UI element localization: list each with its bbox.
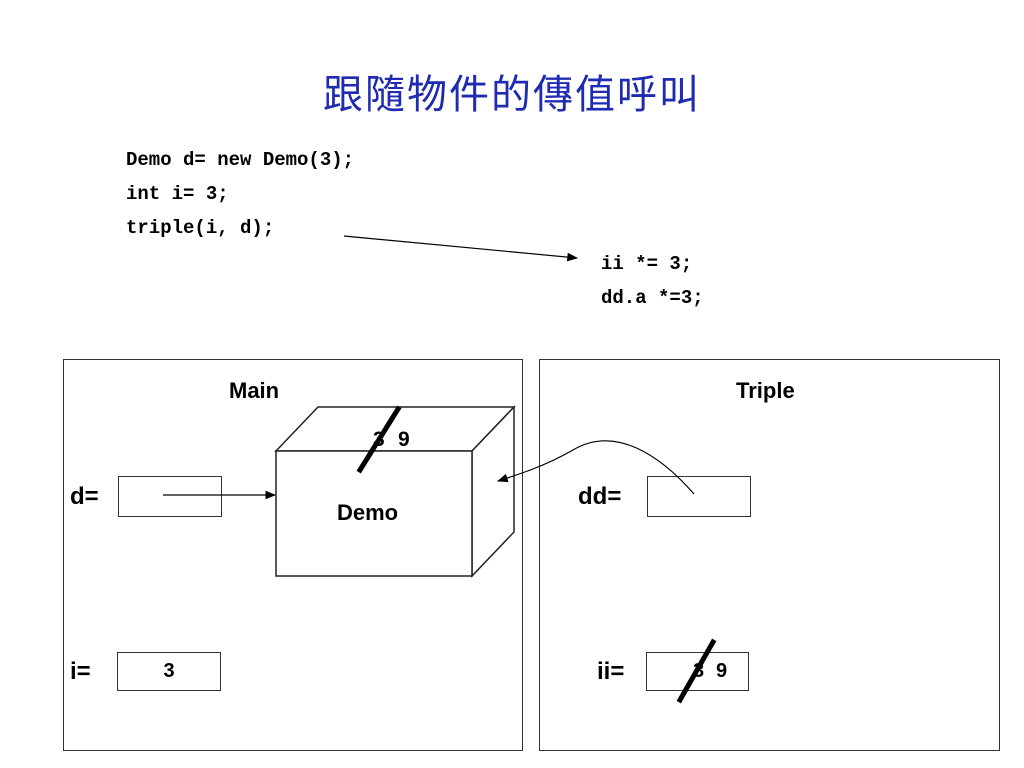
call-arrow [343, 235, 579, 262]
slide-title: 跟隨物件的傳值呼叫 [323, 72, 701, 118]
d-variable-label: d= [70, 483, 99, 510]
demo-field-new-value: 9 [398, 428, 410, 451]
demo-object-label: Demo [337, 500, 399, 525]
callee-code-line-1: ii *= 3; [601, 253, 693, 275]
caller-code-line-3: triple(i, d); [126, 217, 275, 239]
demo-object-front-face [275, 450, 473, 577]
callee-code-line-2: dd.a *=3; [601, 287, 704, 309]
caller-code-line-1: Demo d= new Demo(3); [126, 149, 355, 171]
dd-variable-label: dd= [578, 483, 622, 510]
dd-reference-arrow [496, 440, 695, 495]
main-frame-label: Main [229, 378, 280, 403]
triple-frame [539, 359, 1000, 751]
triple-frame-label: Triple [736, 378, 795, 403]
ii-new-value: 9 [716, 660, 728, 682]
d-reference-slot [118, 476, 222, 517]
demo-value-strike [356, 405, 402, 474]
i-value-slot: 3 [117, 652, 221, 691]
dd-reference-slot [647, 476, 751, 517]
caller-code-line-2: int i= 3; [126, 183, 229, 205]
ii-value-strike [676, 638, 717, 704]
ii-variable-label: ii= [597, 658, 625, 685]
i-variable-label: i= [70, 658, 91, 685]
